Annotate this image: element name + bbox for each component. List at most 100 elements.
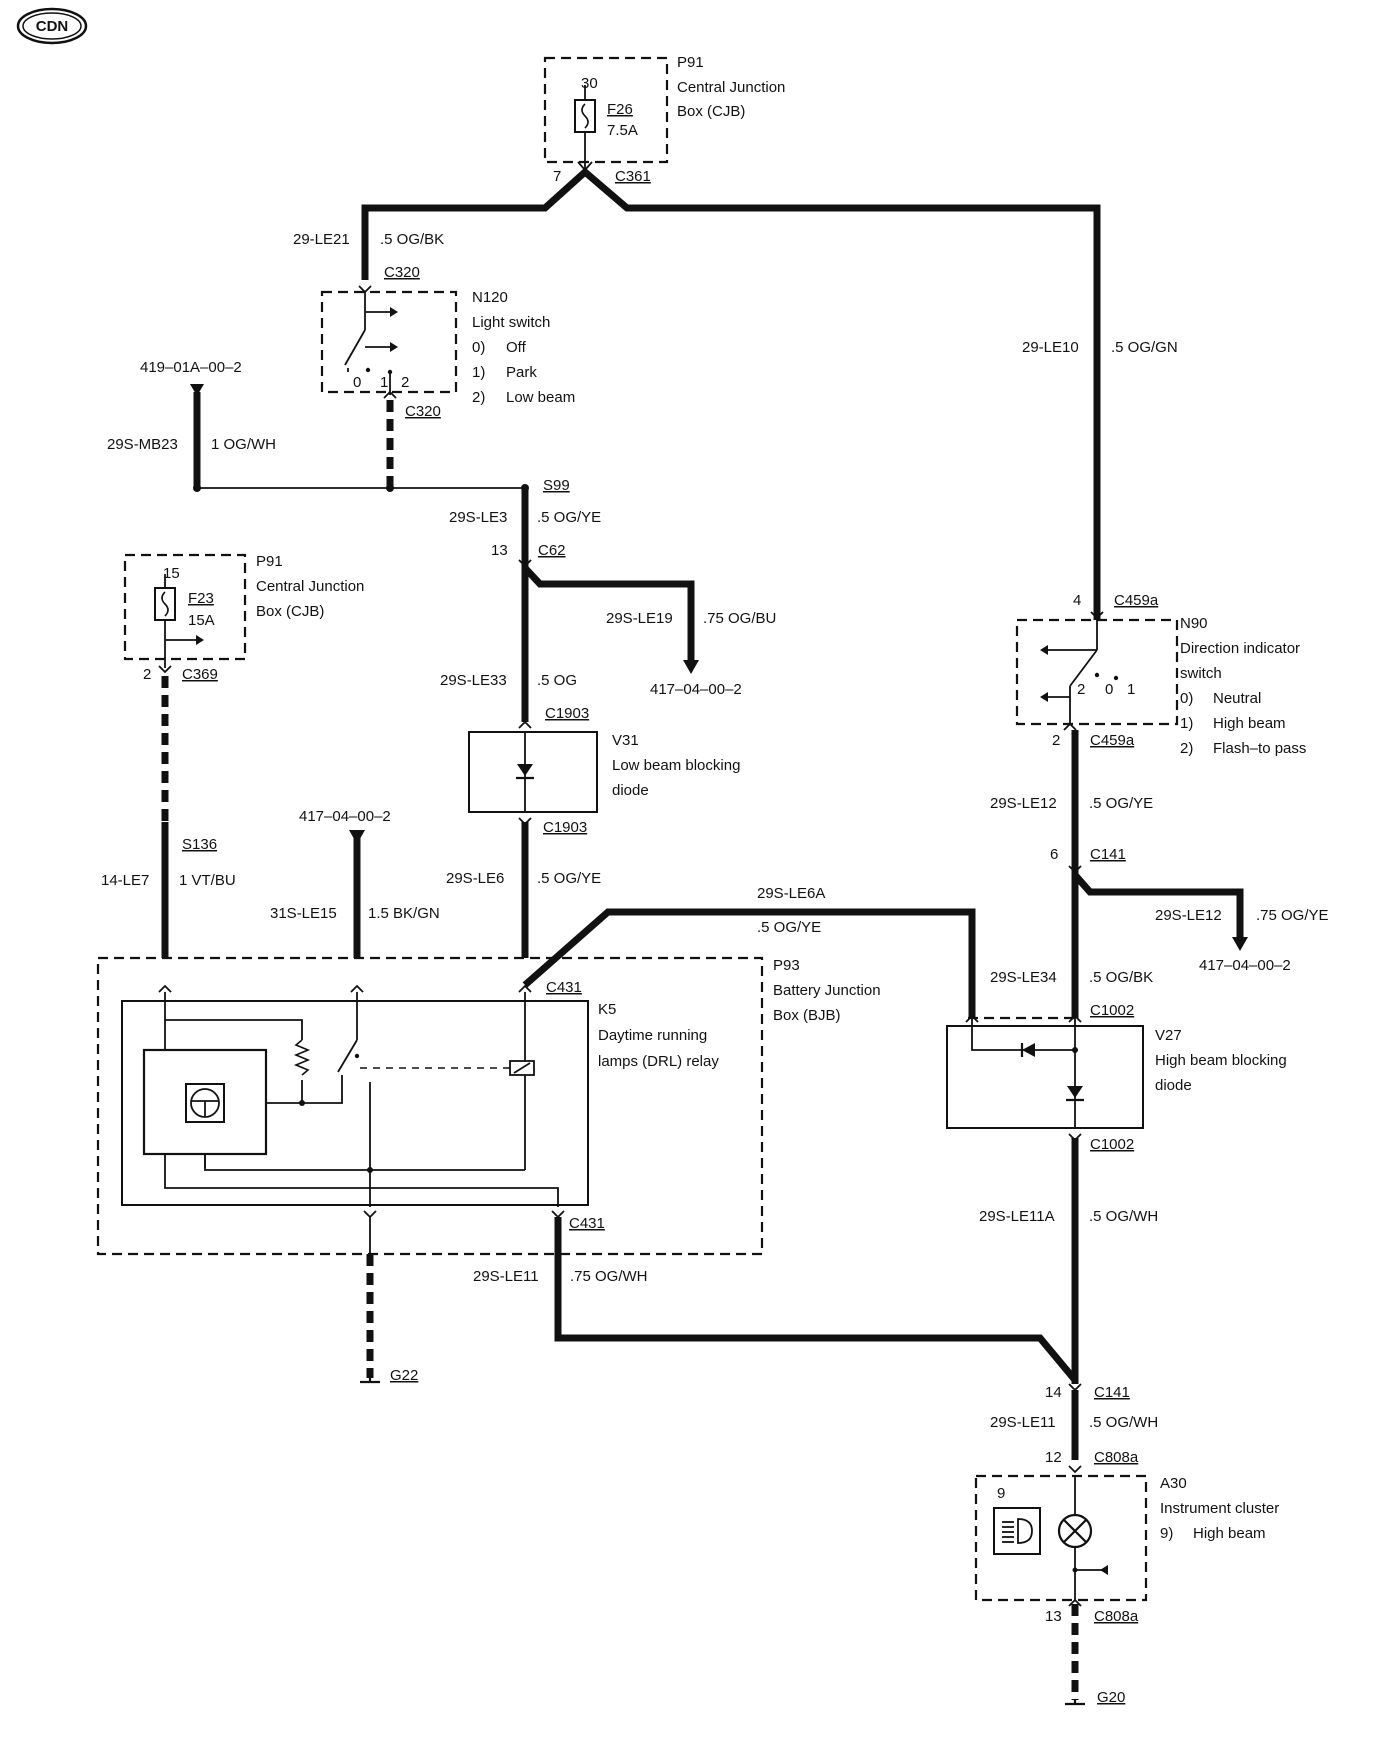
- wire-29sle6a-spec: .5 OG/YE: [757, 919, 821, 936]
- wire-29smb23-circuit: 29S-MB23: [107, 436, 178, 453]
- c369-connector: C369: [182, 666, 218, 683]
- n120-pos2-label: Low beam: [506, 389, 575, 406]
- n90-pos0-label: Neutral: [1213, 690, 1261, 707]
- n90-pos2-label: Flash–to pass: [1213, 740, 1306, 757]
- v31-name-2: diode: [612, 782, 649, 799]
- a30-connector-top: C808a: [1094, 1449, 1139, 1466]
- n90-id: N90: [1180, 615, 1208, 632]
- region-badge-text: CDN: [36, 18, 69, 35]
- wire-29smb23-spec: 1 OG/WH: [211, 436, 276, 453]
- p93-name-1: Battery Junction: [773, 982, 881, 999]
- n120-name: Light switch: [472, 314, 550, 331]
- n120-light-switch: 0 1 2 N120 Light switch 0) Off 1) Park 2…: [320, 289, 575, 406]
- wire-29sle11a-spec: .5 OG/WH: [1089, 1208, 1158, 1225]
- wire-29sle12-a-spec: .5 OG/YE: [1089, 795, 1153, 812]
- n90-connector-top: C459a: [1114, 592, 1159, 609]
- ref-419-arrow: [190, 384, 204, 396]
- ground-g20-label: G20: [1097, 1689, 1125, 1706]
- p93-battery-junction-box: P93 Battery Junction Box (BJB): [96, 956, 881, 1256]
- v27-name-2: diode: [1155, 1077, 1192, 1094]
- wire-29sle6a-circuit: 29S-LE6A: [757, 885, 825, 902]
- n90-pos0: 0): [1180, 690, 1193, 707]
- v31-low-beam-diode: V31 Low beam blocking diode: [468, 731, 740, 813]
- n90-contact-2: 2: [1077, 681, 1085, 698]
- n90-connector-bottom: C459a: [1090, 732, 1135, 749]
- n120-contact-2: 2: [401, 374, 409, 391]
- c431-connector-top: C431: [546, 979, 582, 996]
- wire-29sle12-b: [1072, 872, 1244, 940]
- wire-29sle6-spec: .5 OG/YE: [537, 870, 601, 887]
- p91-left-pin: 15: [163, 565, 180, 582]
- wire-29sle19-circuit: 29S-LE19: [606, 610, 673, 627]
- p91-left-name-1: Central Junction: [256, 578, 364, 595]
- wire-29sle12-b-spec: .75 OG/YE: [1256, 907, 1329, 924]
- p91-top-name-1: Central Junction: [677, 79, 785, 96]
- n90-pin-top: 4: [1073, 592, 1081, 609]
- n120-id: N120: [472, 289, 508, 306]
- c431-connector-bottom: C431: [569, 1215, 605, 1232]
- v27-name-1: High beam blocking: [1155, 1052, 1287, 1069]
- s136-label: S136: [182, 836, 217, 853]
- p91-left-id: P91: [256, 553, 283, 570]
- p91-top-name-2: Box (CJB): [677, 103, 745, 120]
- v31-name-1: Low beam blocking: [612, 757, 740, 774]
- c141-bottom-pin: 14: [1045, 1384, 1062, 1401]
- ref-417-b: 417–04–00–2: [299, 808, 391, 825]
- p91-top-pin: 30: [581, 75, 598, 92]
- v27-id: V27: [1155, 1027, 1182, 1044]
- k5-id: K5: [598, 1001, 616, 1018]
- c141-bottom-connector: C141: [1094, 1384, 1130, 1401]
- a30-name: Instrument cluster: [1160, 1500, 1279, 1517]
- n90-pos2: 2): [1180, 740, 1193, 757]
- n120-pos2: 2): [472, 389, 485, 406]
- c361-pin: 7: [553, 168, 561, 185]
- wire-29sle19: [522, 565, 695, 663]
- wire-29sle11-left-circuit: 29S-LE11: [473, 1268, 539, 1285]
- wire-29sle3-circuit: 29S-LE3: [449, 509, 507, 526]
- wire-29sle11a-circuit: 29S-LE11A: [979, 1208, 1055, 1225]
- n90-name-2: switch: [1180, 665, 1222, 682]
- a30-item-label: High beam: [1193, 1525, 1266, 1542]
- n120-contact-1: 1: [380, 374, 388, 391]
- n90-name-1: Direction indicator: [1180, 640, 1300, 657]
- ground-g20-symbol: [1065, 1700, 1085, 1706]
- a30-lamp-number: 9: [997, 1485, 1005, 1502]
- ref-417-a: 417–04–00–2: [650, 681, 742, 698]
- k5-name-2: lamps (DRL) relay: [598, 1053, 719, 1070]
- ground-g22-label: G22: [390, 1367, 418, 1384]
- wire-29sle33-circuit: 29S-LE33: [440, 672, 507, 689]
- v31-id: V31: [612, 732, 639, 749]
- wire-14le7-circuit: 14-LE7: [101, 872, 149, 889]
- n120-bottom-mark: [383, 390, 397, 399]
- wire-29sle11-right-circuit: 29S-LE11: [990, 1414, 1056, 1431]
- wire-31sle15-spec: 1.5 BK/GN: [368, 905, 440, 922]
- wire-14le7-spec: 1 VT/BU: [179, 872, 236, 889]
- n90-pin-bottom: 2: [1052, 732, 1060, 749]
- n90-direction-indicator-switch: 2 0 1 N90 Direction indicator switch 0) …: [1015, 615, 1306, 757]
- s99-label: S99: [543, 477, 570, 494]
- n120-pos0-label: Off: [506, 339, 527, 356]
- v31-connector-top: C1903: [545, 705, 589, 722]
- n90-pos1-label: High beam: [1213, 715, 1286, 732]
- k5-drl-relay: K5 Daytime running lamps (DRL) relay: [121, 992, 719, 1207]
- n120-connector-top: C320: [384, 264, 420, 281]
- c369-pin: 2: [143, 666, 151, 683]
- a30-instrument-cluster: 9 A30 Instrument cluster 9) High beam: [974, 1474, 1279, 1602]
- c62-connector: C62: [538, 542, 566, 559]
- wire-29sle6a: [522, 908, 976, 1018]
- c62-pin: 13: [491, 542, 508, 559]
- fuse-f26-rating: 7.5A: [607, 122, 638, 139]
- wire-29sle11-left: [554, 1217, 1078, 1383]
- n90-contact-0: 0: [1105, 681, 1113, 698]
- lamp-icon: [1057, 1513, 1093, 1549]
- a30-connector-bottom: C808a: [1094, 1608, 1139, 1625]
- wire-29sle34-spec: .5 OG/BK: [1089, 969, 1153, 986]
- wire-31sle15-circuit: 31S-LE15: [270, 905, 337, 922]
- wire-29sle12-a-circuit: 29S-LE12: [990, 795, 1057, 812]
- wire-29sle3-spec: .5 OG/YE: [537, 509, 601, 526]
- n120-pos1-label: Park: [506, 364, 537, 381]
- wire-29sle11-right-spec: .5 OG/WH: [1089, 1414, 1158, 1431]
- a30-pin-bottom: 13: [1045, 1608, 1062, 1625]
- wire-29le21-29le10: [361, 167, 1101, 620]
